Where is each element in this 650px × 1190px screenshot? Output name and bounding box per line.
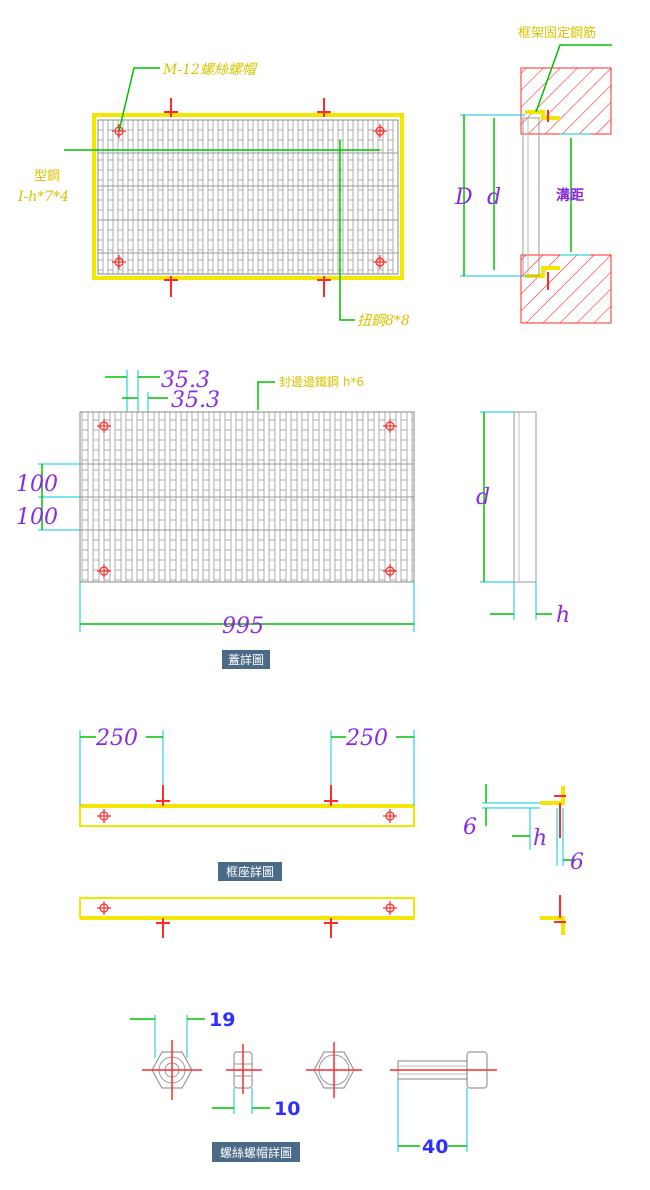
frame-angle-label: 框架固定鋼筋 [518,25,596,41]
cover-h: h [556,603,570,628]
bar-pitch-1: 35.3 [161,368,210,393]
bolt-40: 40 [422,1136,448,1158]
frame-title: 框座詳圖 [226,864,274,879]
cover-title-tag [222,650,270,669]
cover-side-view: d h [476,411,570,628]
bolt-nut-view: 19 10 40 [130,1009,497,1158]
anchor-250-left: 250 [95,726,138,751]
angle-h: h [533,826,547,851]
bolt-nut-label: M-12螺絲螺帽 [162,62,258,78]
nut-19: 19 [209,1009,235,1031]
section-steel-spec: I-h*7*4 [17,189,69,205]
cover-d: d [476,485,490,510]
side-section-view: 框架固定鋼筋 D d 溝距 [454,25,612,324]
cover-plan-view: 35.3 35.3 封邊邊鐵鋼 h*6 100 100 995 [16,368,415,639]
bar-pitch-2: 35.3 [171,388,220,413]
angle-section-view: 6 h 6 [463,784,584,935]
cover-title: 蓋詳圖 [228,652,264,667]
nut-10: 10 [274,1098,300,1120]
edge-steel-label: 封邊邊鐵鋼 h*6 [279,374,364,389]
twisted-steel-label: 扭鋼8*8 [357,313,410,329]
angle-6-b: 6 [570,850,584,875]
dim-d: d [487,185,501,210]
dim-D: D [454,185,473,210]
row-100-a: 100 [16,472,58,497]
width-995: 995 [222,614,264,639]
anchor-250-right: 250 [345,726,388,751]
angle-6-a: 6 [463,815,477,840]
row-100-b: 100 [16,505,58,530]
ditch-width-label: 溝距 [556,187,584,204]
frame-detail-view: 250 250 [79,726,415,938]
bolt-title: 螺絲螺帽詳圖 [220,1145,292,1160]
top-plan-view: M-12螺絲螺帽 型鋼 I-h*7*4 扭鋼8*8 [17,62,410,329]
frame-title-tag [218,862,282,881]
section-steel-label: 型鋼 [34,169,60,184]
bolt-title-tag [212,1142,300,1162]
